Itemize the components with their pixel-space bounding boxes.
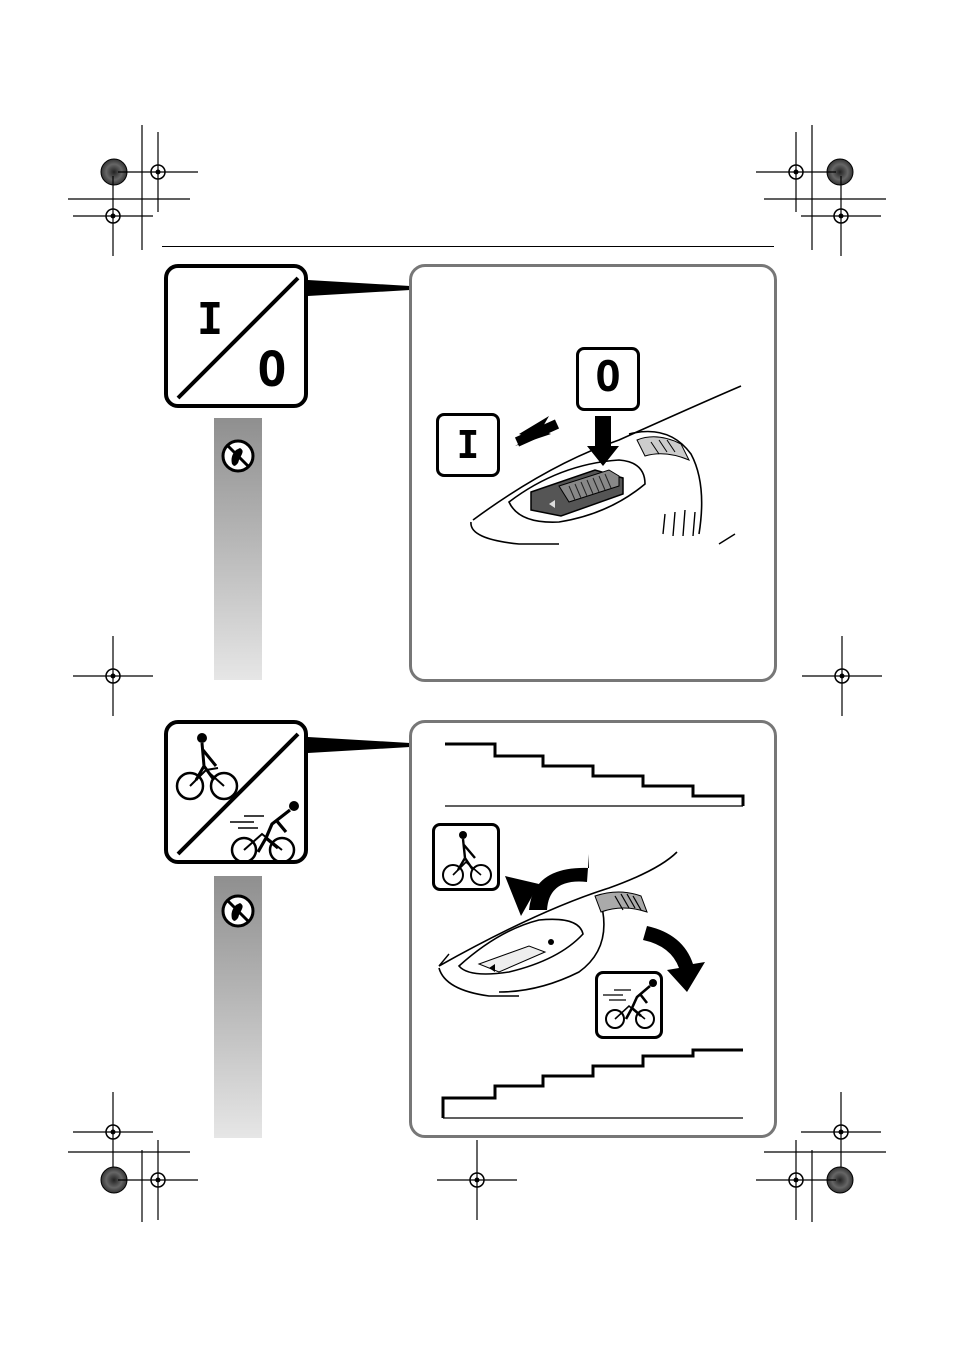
speed-diagram <box>409 720 777 1138</box>
speed-icon-box <box>164 720 308 864</box>
switch-device-illustration <box>409 264 777 682</box>
callout-pointer <box>308 735 418 755</box>
callout-pointer <box>308 278 418 298</box>
slow-cyclist-icon <box>437 828 497 888</box>
speed-panel <box>409 720 777 1138</box>
on-symbol: I <box>190 298 230 342</box>
fast-cyclist-icon <box>224 798 304 864</box>
no-hand-contact-icon <box>220 438 256 474</box>
header-rule <box>162 246 774 247</box>
off-symbol: O <box>248 346 296 394</box>
fast-speed-box <box>595 971 663 1039</box>
slow-cyclist-icon <box>172 730 242 800</box>
on-off-panel: I O <box>409 264 777 682</box>
slow-speed-box <box>432 823 500 891</box>
fast-cyclist-icon <box>599 977 661 1035</box>
no-hand-contact-icon <box>220 893 256 929</box>
on-off-icon-box: I O <box>164 264 308 408</box>
